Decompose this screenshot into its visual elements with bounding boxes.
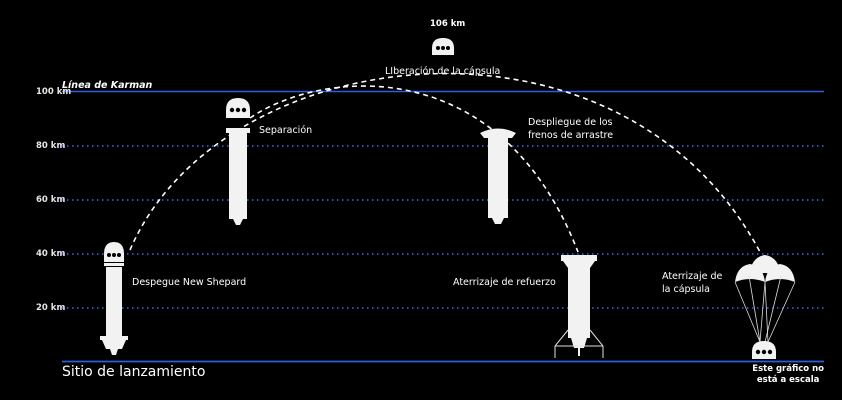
liftoff-label: Despegue New Shepard: [132, 277, 247, 288]
drag-brakes-line-2: frenos de arrastre: [528, 130, 614, 141]
karman-line-label: Línea de Karman: [62, 80, 153, 91]
separated-booster: [226, 98, 250, 225]
scale-note-line-2: está a escala: [756, 375, 820, 385]
landing-booster: [561, 255, 597, 356]
drag-brakes-label: Despliegue de los frenos de arrastre: [528, 116, 613, 142]
tick-80km: 80 km: [36, 141, 66, 151]
tick-20km: 20 km: [36, 303, 66, 313]
tick-40km: 40 km: [36, 249, 66, 259]
parachute-canopy-right: [765, 264, 795, 282]
capsule-landing-label: Aterrizaje de la cápsula: [662, 270, 722, 296]
tick-60km: 60 km: [36, 195, 66, 205]
liftoff-rocket: [100, 242, 128, 355]
separation-label: Separación: [259, 125, 313, 136]
capsule-landing-line-2: la cápsula: [662, 284, 710, 295]
capsule-landing-line-1: Aterrizaje de: [662, 271, 723, 282]
drag-brakes-line-1: Despliegue de los: [528, 117, 613, 128]
booster-trajectory: [249, 85, 579, 253]
capsule-release-label: LIberación de la cápsula: [385, 66, 501, 77]
scale-note: Este gráfico no está a escala: [752, 364, 824, 386]
landing-legs: [554, 329, 604, 358]
launch-site-label: Sitio de lanzamiento: [62, 364, 206, 380]
liftoff-capsule-icon: [104, 242, 124, 262]
released-capsule: [432, 38, 454, 55]
scale-note-line-1: Este gráfico no: [752, 364, 824, 374]
capsule-trajectory: [129, 72, 761, 253]
tick-100km: 100 km: [36, 87, 72, 97]
parachutes: [734, 255, 796, 343]
drag-brake-booster: [480, 128, 516, 224]
landed-capsule: [752, 341, 776, 359]
booster-landing-label: Aterrizaje de refuerzo: [453, 277, 556, 288]
apogee-label: 106 km: [430, 19, 466, 29]
